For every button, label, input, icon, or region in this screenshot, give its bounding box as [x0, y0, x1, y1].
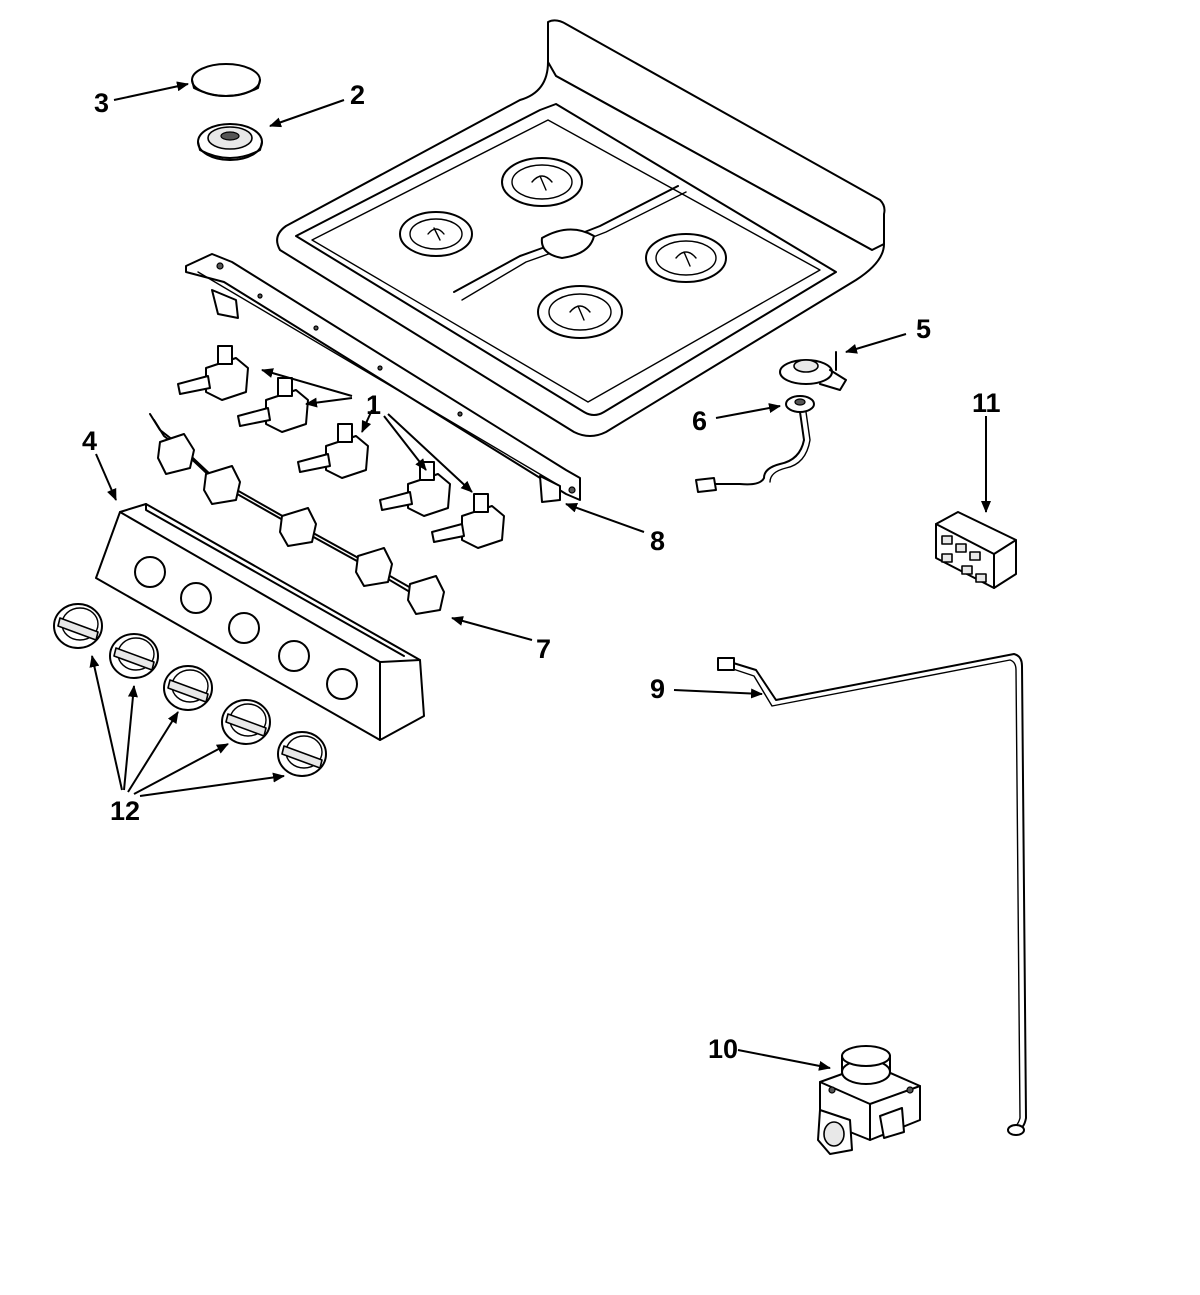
burner-head [197, 123, 263, 161]
label-11: 11 [972, 388, 1001, 418]
label-10: 10 [708, 1034, 738, 1064]
valve-set [177, 345, 505, 549]
igniter-assembly [695, 351, 847, 493]
label-12: 12 [110, 796, 140, 826]
label-2: 2 [350, 80, 365, 110]
label-5: 5 [916, 314, 931, 344]
cooktop [276, 19, 886, 437]
knob [109, 633, 159, 679]
valve [379, 461, 451, 517]
label-8: 8 [650, 526, 665, 556]
label-1: 1 [366, 390, 381, 420]
knob [221, 699, 271, 745]
igniter-switch-harness [149, 413, 445, 615]
burner-back-left [399, 211, 473, 257]
label-7: 7 [536, 634, 551, 664]
manifold-bracket [185, 253, 581, 503]
valve [297, 423, 369, 479]
leader-lines [89, 81, 991, 1071]
knob [277, 731, 327, 777]
knob [163, 665, 213, 711]
label-9: 9 [650, 674, 665, 704]
knob-set [53, 603, 327, 777]
burner-front-left [537, 285, 623, 339]
label-4: 4 [82, 426, 97, 456]
valve [177, 345, 249, 401]
knob [53, 603, 103, 649]
burner-cap [191, 63, 261, 97]
valve [431, 493, 505, 549]
callout-labels: 3 2 1 4 5 6 8 7 9 11 10 12 [82, 80, 1001, 1064]
gas-tube [717, 653, 1027, 1136]
spark-module [935, 511, 1017, 589]
burner-back-right [501, 157, 583, 207]
valve [237, 377, 309, 433]
label-3: 3 [94, 88, 109, 118]
burner-front-right [645, 233, 727, 283]
control-panel [95, 503, 425, 741]
label-6: 6 [692, 406, 707, 436]
pressure-regulator [817, 1045, 921, 1155]
